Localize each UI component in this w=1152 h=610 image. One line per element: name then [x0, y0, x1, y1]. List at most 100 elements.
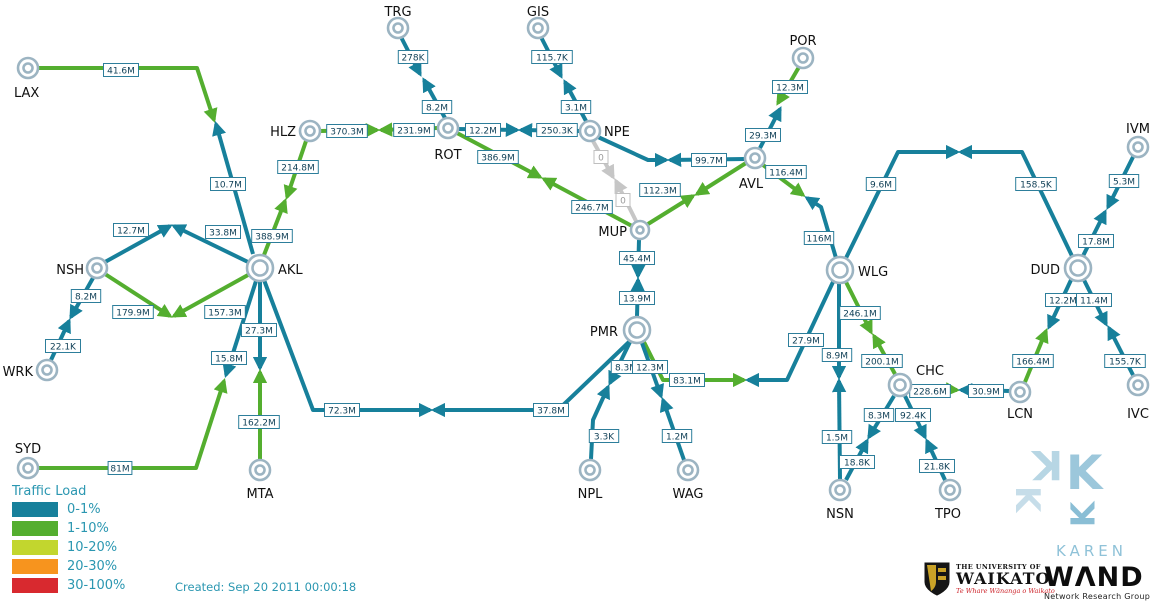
link-label-akl-mta[interactable]: 162.2M: [238, 415, 280, 429]
link-label-wlg-dud[interactable]: 9.6M: [865, 177, 897, 191]
link-label-mup-avl[interactable]: 112.3M: [639, 183, 681, 197]
link-label-hlz-akl[interactable]: 388.9M: [251, 229, 293, 243]
link-label-wlg-nsn[interactable]: 8.9M: [821, 348, 853, 362]
link-label-hlz-rot[interactable]: 370.3M: [326, 124, 368, 138]
link-label-akl-mta[interactable]: 27.3M: [241, 323, 277, 337]
link-label-rot-npe[interactable]: 250.3K: [536, 123, 578, 137]
node-NPL[interactable]: [578, 458, 602, 482]
link-label-dud-ivc[interactable]: 155.7K: [1104, 354, 1146, 368]
link-label-chc-nsn[interactable]: 18.8K: [839, 455, 875, 469]
link-label-pmr-wag[interactable]: 1.2M: [661, 429, 693, 443]
link-label-pmr-wlg[interactable]: 83.1M: [669, 373, 705, 387]
link-label-nsh-wrk[interactable]: 22.1K: [45, 339, 81, 353]
link-label-por-avl[interactable]: 12.3M: [772, 80, 808, 94]
svg-text:228.6M: 228.6M: [913, 388, 947, 398]
link-label-avl-wlg[interactable]: 116.4M: [765, 165, 807, 179]
node-WAG[interactable]: [676, 458, 700, 482]
node-DUD[interactable]: [1063, 253, 1093, 283]
node-LAX[interactable]: [16, 56, 40, 80]
link-label-lax-akl[interactable]: 10.7M: [210, 177, 246, 191]
karen-glyph-icon: K: [1063, 501, 1103, 528]
node-NPE[interactable]: [578, 119, 602, 143]
node-AVL[interactable]: [743, 146, 767, 170]
link-label-mup-pmr[interactable]: 45.4M: [619, 251, 655, 265]
legend-item: 10-20%: [12, 540, 125, 555]
link-label-akl-pmr[interactable]: 37.8M: [533, 403, 569, 417]
node-NSN[interactable]: [828, 478, 852, 502]
node-label-MUP: MUP: [598, 225, 627, 240]
link-label-nsh-akl-north[interactable]: 33.8M: [205, 225, 241, 239]
link-label-npe-avl[interactable]: 99.7M: [691, 153, 727, 167]
node-PMR[interactable]: [622, 315, 652, 345]
link-label-trg-rot[interactable]: 278K: [397, 50, 429, 64]
link-label-trg-rot[interactable]: 8.2M: [421, 100, 453, 114]
wand-sub-text: Network Research Group: [1044, 592, 1151, 601]
link-label-wlg-nsn[interactable]: 1.5M: [821, 430, 853, 444]
link-label-gis-npe[interactable]: 3.1M: [560, 100, 592, 114]
link-label-rot-mup[interactable]: 246.7M: [571, 200, 613, 214]
link-label-dud-ivm[interactable]: 5.3M: [1108, 174, 1140, 188]
link-label-por-avl[interactable]: 29.3M: [745, 128, 781, 142]
node-ROT[interactable]: [436, 116, 460, 140]
link-nsh-akl-north: [104, 224, 173, 264]
link-label-avl-wlg[interactable]: 116M: [803, 231, 835, 245]
link-label-wlg-chc[interactable]: 246.1M: [839, 306, 881, 320]
link-label-hlz-akl[interactable]: 214.8M: [277, 160, 319, 174]
link-label-dud-lcn[interactable]: 166.4M: [1012, 354, 1054, 368]
link-label-mup-pmr[interactable]: 13.9M: [619, 291, 655, 305]
link-label-nsh-akl-north[interactable]: 12.7M: [113, 223, 149, 237]
link-label-gis-npe[interactable]: 115.7K: [531, 50, 573, 64]
link-label-chc-tpo[interactable]: 92.4K: [895, 408, 931, 422]
node-NSH[interactable]: [85, 256, 109, 280]
link-label-nsh-akl-south[interactable]: 179.9M: [112, 305, 154, 319]
svg-text:45.4M: 45.4M: [623, 255, 651, 265]
link-label-dud-ivc[interactable]: 11.4M: [1076, 293, 1112, 307]
node-MTA[interactable]: [248, 458, 272, 482]
waikato-text-block: THE UNIVERSITY OF WAIKATO Te Whare Wānan…: [956, 563, 1055, 596]
link-label-chc-lcn[interactable]: 228.6M: [909, 384, 951, 398]
link-label-dud-lcn[interactable]: 12.2M: [1045, 293, 1081, 307]
karen-logo: K K K K KAREN: [1007, 441, 1146, 562]
link-label-chc-lcn[interactable]: 30.9M: [968, 384, 1004, 398]
node-MUP[interactable]: [629, 219, 651, 241]
node-SYD[interactable]: [16, 456, 40, 480]
link-label-nsh-akl-south[interactable]: 157.3M: [204, 305, 246, 319]
link-label-npe-mup[interactable]: 0: [593, 150, 609, 164]
link-label-chc-nsn[interactable]: 8.3M: [863, 408, 895, 422]
link-label-pmr-wlg[interactable]: 27.9M: [788, 333, 824, 347]
node-AKL[interactable]: [245, 253, 275, 283]
link-label-npe-mup[interactable]: 0: [615, 193, 631, 207]
node-TPO[interactable]: [938, 478, 962, 502]
link-label-rot-mup[interactable]: 386.9M: [477, 150, 519, 164]
node-POR[interactable]: [791, 46, 815, 70]
link-label-wlg-dud[interactable]: 158.5K: [1015, 177, 1057, 191]
node-WLG[interactable]: [825, 255, 855, 285]
link-label-akl-syd[interactable]: 15.8M: [211, 351, 247, 365]
node-WRK[interactable]: [35, 358, 59, 382]
node-HLZ[interactable]: [298, 119, 322, 143]
link-label-rot-npe[interactable]: 12.2M: [465, 123, 501, 137]
node-LCN[interactable]: [1008, 380, 1032, 404]
svg-text:29.3M: 29.3M: [749, 132, 777, 142]
link-label-akl-syd[interactable]: 81M: [107, 461, 133, 475]
link-label-pmr-npl[interactable]: 3.3K: [588, 429, 620, 443]
link-label-akl-pmr[interactable]: 72.3M: [324, 403, 360, 417]
link-label-dud-ivm[interactable]: 17.8M: [1078, 234, 1114, 248]
node-IVC[interactable]: [1126, 373, 1150, 397]
node-label-DUD: DUD: [1030, 263, 1060, 278]
node-TRG[interactable]: [386, 16, 410, 40]
link-label-hlz-rot[interactable]: 231.9M: [393, 123, 435, 137]
link-label-lax-akl[interactable]: 41.6M: [103, 63, 139, 77]
link-label-pmr-wag[interactable]: 12.3M: [632, 360, 668, 374]
svg-text:99.7M: 99.7M: [695, 157, 723, 167]
node-GIS[interactable]: [526, 16, 550, 40]
svg-text:116.4M: 116.4M: [769, 169, 803, 179]
link-label-wlg-chc[interactable]: 200.1M: [861, 354, 903, 368]
link-label-chc-tpo[interactable]: 21.8K: [919, 459, 955, 473]
node-IVM[interactable]: [1126, 135, 1150, 159]
node-CHC[interactable]: [887, 372, 913, 398]
link-label-nsh-wrk[interactable]: 8.2M: [70, 289, 102, 303]
link-pmr-wlg: [642, 341, 748, 388]
svg-text:12.2M: 12.2M: [469, 127, 497, 137]
